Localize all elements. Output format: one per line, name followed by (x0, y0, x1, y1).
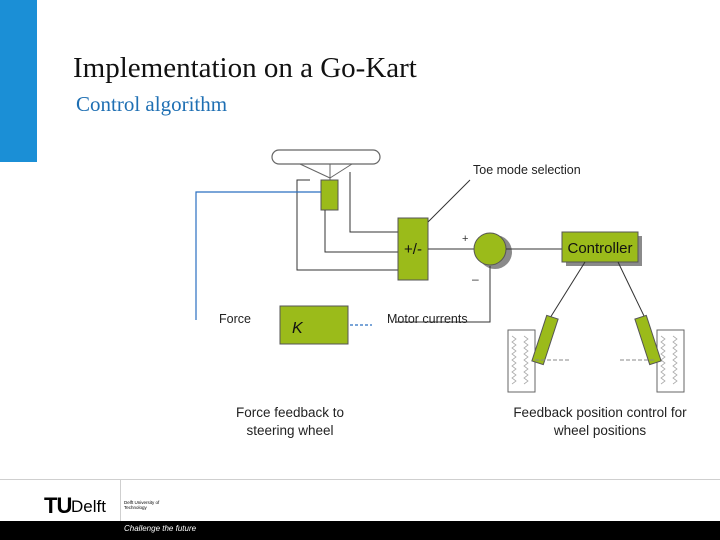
wheel-spoke-right (329, 163, 353, 179)
left-wheel-tread (511, 335, 529, 385)
accent-bar (0, 0, 37, 162)
footer-box (120, 480, 720, 540)
caption-force-feedback: Force feedback to steering wheel (235, 405, 345, 438)
caption-position-control: Feedback position control for wheel posi… (513, 405, 687, 438)
slide-title: Implementation on a Go-Kart (73, 52, 417, 84)
controller-label: Controller (567, 240, 632, 257)
force-label: Force (219, 312, 251, 326)
footer-bar (0, 521, 720, 540)
left-actuator (531, 314, 559, 366)
motor-currents-label: Motor currents (387, 312, 468, 326)
summing-junction (473, 232, 507, 266)
force-feedback-line (195, 191, 321, 320)
university-name: Delft University of Technology (124, 500, 160, 510)
line-feedback-to-junction (395, 266, 491, 323)
right-actuator (634, 314, 662, 366)
wheel-spoke-left (299, 163, 331, 179)
controller-block (561, 231, 639, 263)
line-wheel-to-sum-1 (349, 172, 398, 233)
line-wheel-to-sum-2 (324, 210, 398, 253)
delft-logo: Delft (71, 497, 106, 516)
tu-logo: TU (44, 493, 72, 518)
slide-subtitle: Control algorithm (76, 92, 228, 116)
toe-mode-label: Toe mode selection (473, 163, 581, 177)
steering-wheel-shape (271, 149, 381, 165)
footer-separator (0, 479, 720, 480)
toe-mode-pointer (427, 179, 471, 223)
line-wheel-to-sum-3 (296, 179, 398, 271)
line-controller-to-left-actuator (549, 261, 586, 319)
gain-block (279, 305, 349, 345)
left-wheel (507, 329, 536, 393)
minus-sign: – (472, 272, 479, 286)
line-controller-to-right-actuator (617, 261, 646, 319)
slogan: Challenge the future (124, 524, 197, 533)
sum-block-label: +/- (404, 241, 422, 258)
gain-label: K (292, 320, 304, 337)
steering-actuator (320, 179, 339, 211)
plus-sign: + (462, 233, 468, 245)
